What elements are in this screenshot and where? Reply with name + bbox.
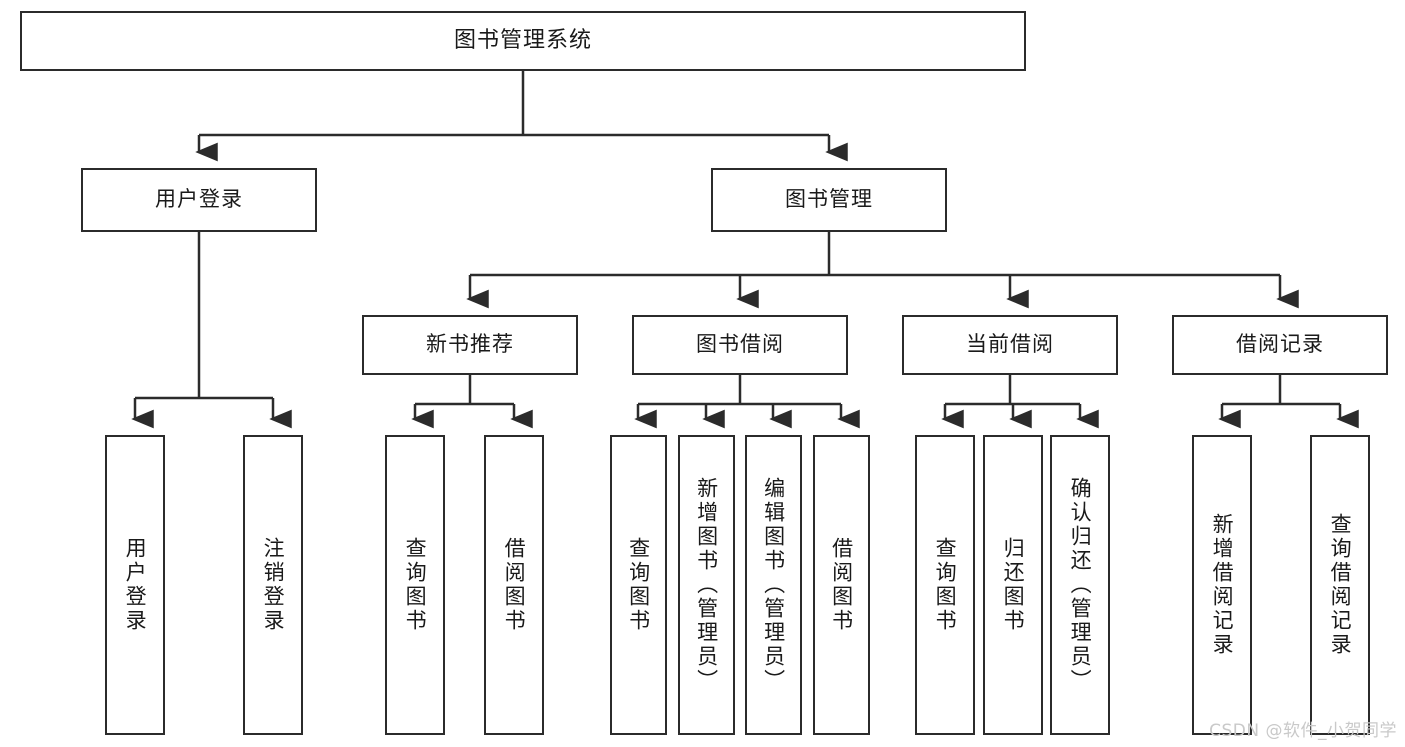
node-label: 图书管理 xyxy=(785,187,873,212)
node-label: 注销登录 xyxy=(261,537,286,633)
node-label: 编辑图书（管理员） xyxy=(761,477,786,693)
node-label: 用户登录 xyxy=(123,537,148,633)
leaf-user-login[interactable]: 用户登录 xyxy=(105,435,165,735)
leaf-confirm-return-admin[interactable]: 确认归还（管理员） xyxy=(1050,435,1110,735)
node-label: 当前借阅 xyxy=(966,332,1054,357)
leaf-borrow-book-recommend[interactable]: 借阅图书 xyxy=(484,435,544,735)
node-book-management[interactable]: 图书管理 xyxy=(711,168,947,232)
node-label: 图书借阅 xyxy=(696,332,784,357)
node-label: 用户登录 xyxy=(155,187,243,212)
node-label: 新增图书（管理员） xyxy=(694,477,719,693)
node-root-system[interactable]: 图书管理系统 xyxy=(20,11,1026,71)
leaf-borrow-book[interactable]: 借阅图书 xyxy=(813,435,870,735)
node-label: 借阅图书 xyxy=(829,537,854,633)
node-label: 借阅图书 xyxy=(502,537,527,633)
node-user-login[interactable]: 用户登录 xyxy=(81,168,317,232)
node-label: 借阅记录 xyxy=(1236,332,1324,357)
node-borrow-records[interactable]: 借阅记录 xyxy=(1172,315,1388,375)
node-label: 查询图书 xyxy=(403,537,428,633)
leaf-edit-book-admin[interactable]: 编辑图书（管理员） xyxy=(745,435,802,735)
node-label: 新书推荐 xyxy=(426,332,514,357)
node-label: 图书管理系统 xyxy=(453,27,592,53)
leaf-add-book-admin[interactable]: 新增图书（管理员） xyxy=(678,435,735,735)
node-label: 新增借阅记录 xyxy=(1210,513,1235,657)
node-label: 归还图书 xyxy=(1001,537,1026,633)
node-book-borrow[interactable]: 图书借阅 xyxy=(632,315,848,375)
leaf-logout[interactable]: 注销登录 xyxy=(243,435,303,735)
node-current-borrow[interactable]: 当前借阅 xyxy=(902,315,1118,375)
leaf-add-borrow-record[interactable]: 新增借阅记录 xyxy=(1192,435,1252,735)
node-new-book-recommend[interactable]: 新书推荐 xyxy=(362,315,578,375)
leaf-query-book-borrow[interactable]: 查询图书 xyxy=(610,435,667,735)
leaf-query-book-current[interactable]: 查询图书 xyxy=(915,435,975,735)
node-label: 查询图书 xyxy=(933,537,958,633)
leaf-query-book-recommend[interactable]: 查询图书 xyxy=(385,435,445,735)
node-label: 查询借阅记录 xyxy=(1328,513,1353,657)
node-label: 查询图书 xyxy=(626,537,651,633)
leaf-query-borrow-record[interactable]: 查询借阅记录 xyxy=(1310,435,1370,735)
leaf-return-book[interactable]: 归还图书 xyxy=(983,435,1043,735)
node-label: 确认归还（管理员） xyxy=(1068,477,1093,693)
csdn-watermark: CSDN @软件_小贺同学 xyxy=(1209,721,1397,741)
